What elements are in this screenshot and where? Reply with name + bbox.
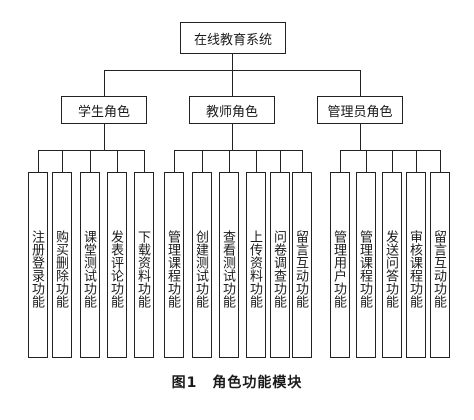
- connector: [340, 150, 342, 172]
- connector: [202, 150, 204, 172]
- connector: [90, 150, 92, 172]
- function-node: 课堂测试功能: [80, 172, 100, 358]
- connector: [280, 150, 282, 172]
- connector: [117, 150, 119, 172]
- function-node: 留言互动功能: [430, 172, 450, 358]
- function-node: 发表评论功能: [107, 172, 127, 358]
- connector: [174, 150, 176, 172]
- root-node: 在线教育系统: [180, 22, 286, 54]
- function-node: 注册登录功能: [28, 172, 48, 358]
- connector: [232, 54, 234, 70]
- figure-caption: 图1 角色功能模块: [171, 375, 303, 391]
- connector: [104, 70, 106, 96]
- function-node: 发送问答功能: [382, 172, 402, 358]
- connector: [440, 150, 442, 172]
- function-node: 审核课程功能: [406, 172, 426, 358]
- function-node: 管理用户功能: [330, 172, 350, 358]
- connector: [232, 70, 234, 96]
- function-node: 管理课程功能: [356, 172, 376, 358]
- function-node: 问卷调查功能: [270, 172, 290, 358]
- connector: [360, 124, 362, 150]
- role-node-student: 学生角色: [61, 96, 147, 124]
- connector: [38, 150, 40, 172]
- function-node: 管理课程功能: [164, 172, 184, 358]
- connector: [229, 150, 231, 172]
- function-node: 查看测试功能: [219, 172, 239, 358]
- role-node-teacher: 教师角色: [189, 96, 275, 124]
- connector: [256, 150, 258, 172]
- function-node: 上传资料功能: [246, 172, 266, 358]
- connector: [174, 150, 302, 152]
- connector: [360, 70, 362, 96]
- function-node: 下载资料功能: [134, 172, 154, 358]
- connector: [232, 124, 234, 150]
- connector: [340, 150, 440, 152]
- connector: [416, 150, 418, 172]
- function-node: 留言互动功能: [292, 172, 312, 358]
- function-node: 购买删除功能: [52, 172, 72, 358]
- connector: [104, 124, 106, 150]
- function-node: 创建测试功能: [192, 172, 212, 358]
- connector: [392, 150, 394, 172]
- connector: [144, 150, 146, 172]
- connector: [366, 150, 368, 172]
- role-node-admin: 管理员角色: [317, 96, 403, 124]
- connector: [62, 150, 64, 172]
- connector: [302, 150, 304, 172]
